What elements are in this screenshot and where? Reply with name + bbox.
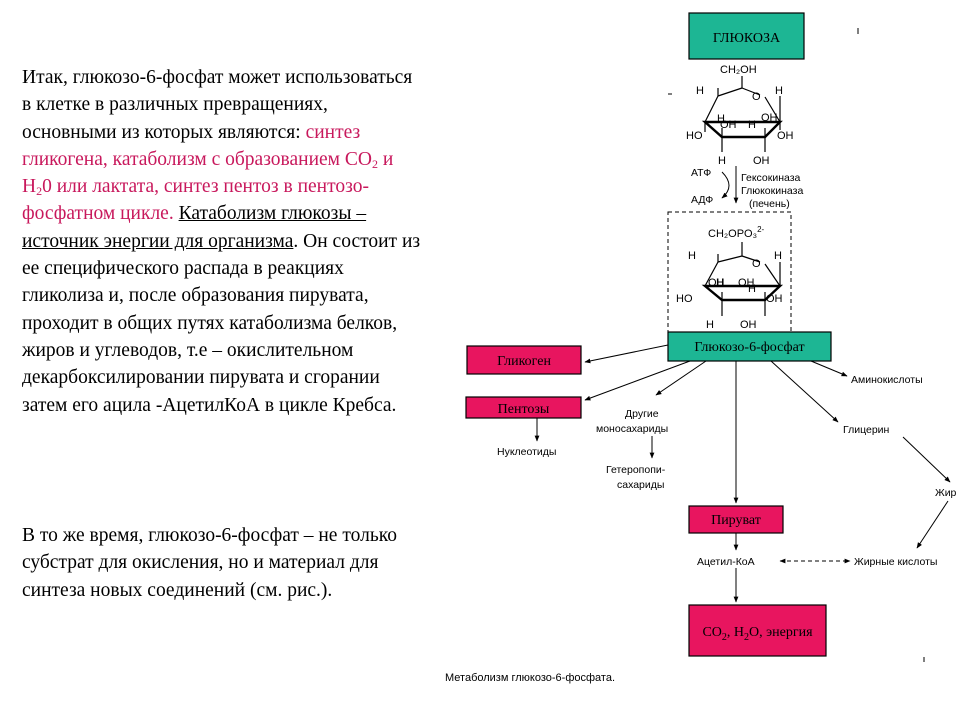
g6p-ring-oxygen: O [752, 258, 761, 270]
energy-source-underline: Катаболизм глюкозы – источник энергии дл… [22, 203, 367, 252]
g6p-h-label: H [748, 283, 756, 295]
g6p-ch2opo3-label: CH₂OPO₃2- [708, 225, 765, 240]
final-products-box [688, 604, 827, 657]
glucose-h-label: H [718, 155, 726, 167]
glucose-oh-label: OH [753, 155, 770, 167]
glucose-h-label: H [748, 119, 756, 131]
g6p-oh-label: OH [738, 277, 755, 289]
glucose-ch2oh-label: CH₂OH [720, 64, 757, 76]
glycerol-label: Глицерин [843, 424, 890, 436]
g6p-ho-label: HO [676, 293, 693, 305]
pentoses-box [465, 396, 582, 419]
glucokinase-label: Глюкокиназа [741, 185, 803, 197]
glucose-h-label: H [717, 113, 725, 125]
pyruvate-box [688, 505, 784, 534]
g6p-h-label: H [688, 250, 696, 262]
final-products-label: CO2, H2O, энергия [702, 625, 813, 643]
glucose-ring-structure [701, 76, 783, 152]
intro-text-start: Итак, глюкозо-6-фосфат может использоват… [22, 67, 413, 143]
arrow-to-glycogen [584, 344, 669, 364]
heteropoly-label: Гетеропопи- [606, 464, 666, 476]
g6p-oh-label: OH [766, 293, 783, 305]
intro-text-end: . Он состоит из ее специфического распад… [22, 230, 421, 416]
glucose-h-label: H [775, 85, 783, 97]
g6p-ring-structure [701, 242, 784, 316]
pyruvate-label: Пируват [711, 513, 761, 528]
nucleotides-label: Нуклеотиды [497, 446, 556, 458]
adp-label: АДФ [691, 194, 713, 206]
glucose-oh-label: OH [777, 130, 794, 142]
arrow-fats-to-fatty-acids [916, 500, 949, 549]
hexokinase-label: Гексокиназа [741, 172, 801, 184]
fats-label: Жир [935, 487, 957, 499]
glucose-ho-label: HO [686, 130, 703, 142]
glucose-h-label: H [696, 85, 704, 97]
other-mono-label: Другие [625, 408, 659, 420]
g6p-label: Глюкозо-6-фосфат [694, 340, 804, 355]
g6p-h-label: H [774, 250, 782, 262]
glucose-box [688, 12, 805, 60]
pathways-highlight: синтез гликогена, катаболизм с образован… [22, 121, 394, 225]
arrow-to-glycerol [770, 360, 839, 423]
g6p-box [667, 331, 832, 362]
arrow-to-amino-acids [810, 360, 848, 377]
amino-acids-label: Аминокислоты [851, 374, 923, 386]
g6p-oh-label: OH [708, 277, 725, 289]
arrow-to-fats [902, 436, 951, 483]
glycogen-box [466, 345, 582, 375]
g6p-oh-label: OH [740, 319, 757, 331]
g6p-h-label: H [716, 277, 724, 289]
intro-paragraph: Итак, глюкозо-6-фосфат может использоват… [22, 64, 422, 419]
second-paragraph: В то же время, глюкозо-6-фосфат – не тол… [22, 525, 397, 601]
arrow-to-monosaccharides [655, 360, 707, 396]
glucose-label: ГЛЮКОЗА [713, 31, 781, 46]
acetyl-coa-label: Ацетил-КоА [697, 556, 755, 568]
saccharides-label: сахариды [617, 479, 664, 491]
atp-adp-curve [721, 171, 730, 199]
glucose-oh-label: OH [720, 119, 737, 131]
figure-caption: Метаболизм глюкозо-6-фосфата. [445, 672, 615, 684]
monosaccharides-label: моносахариды [596, 423, 668, 435]
g6p-h-label: H [706, 319, 714, 331]
arrow-to-pentoses [584, 360, 691, 401]
atp-label: АТФ [691, 167, 711, 179]
g6p-arrows [534, 344, 951, 603]
glucose-oh-label: OH [761, 112, 778, 124]
fatty-acids-label: Жирные кислоты [854, 556, 937, 568]
pentoses-label: Пентозы [498, 402, 550, 417]
liver-label: (печень) [749, 198, 790, 210]
glycogen-label: Гликоген [497, 354, 551, 369]
glucose-ring-oxygen: O [752, 91, 761, 103]
